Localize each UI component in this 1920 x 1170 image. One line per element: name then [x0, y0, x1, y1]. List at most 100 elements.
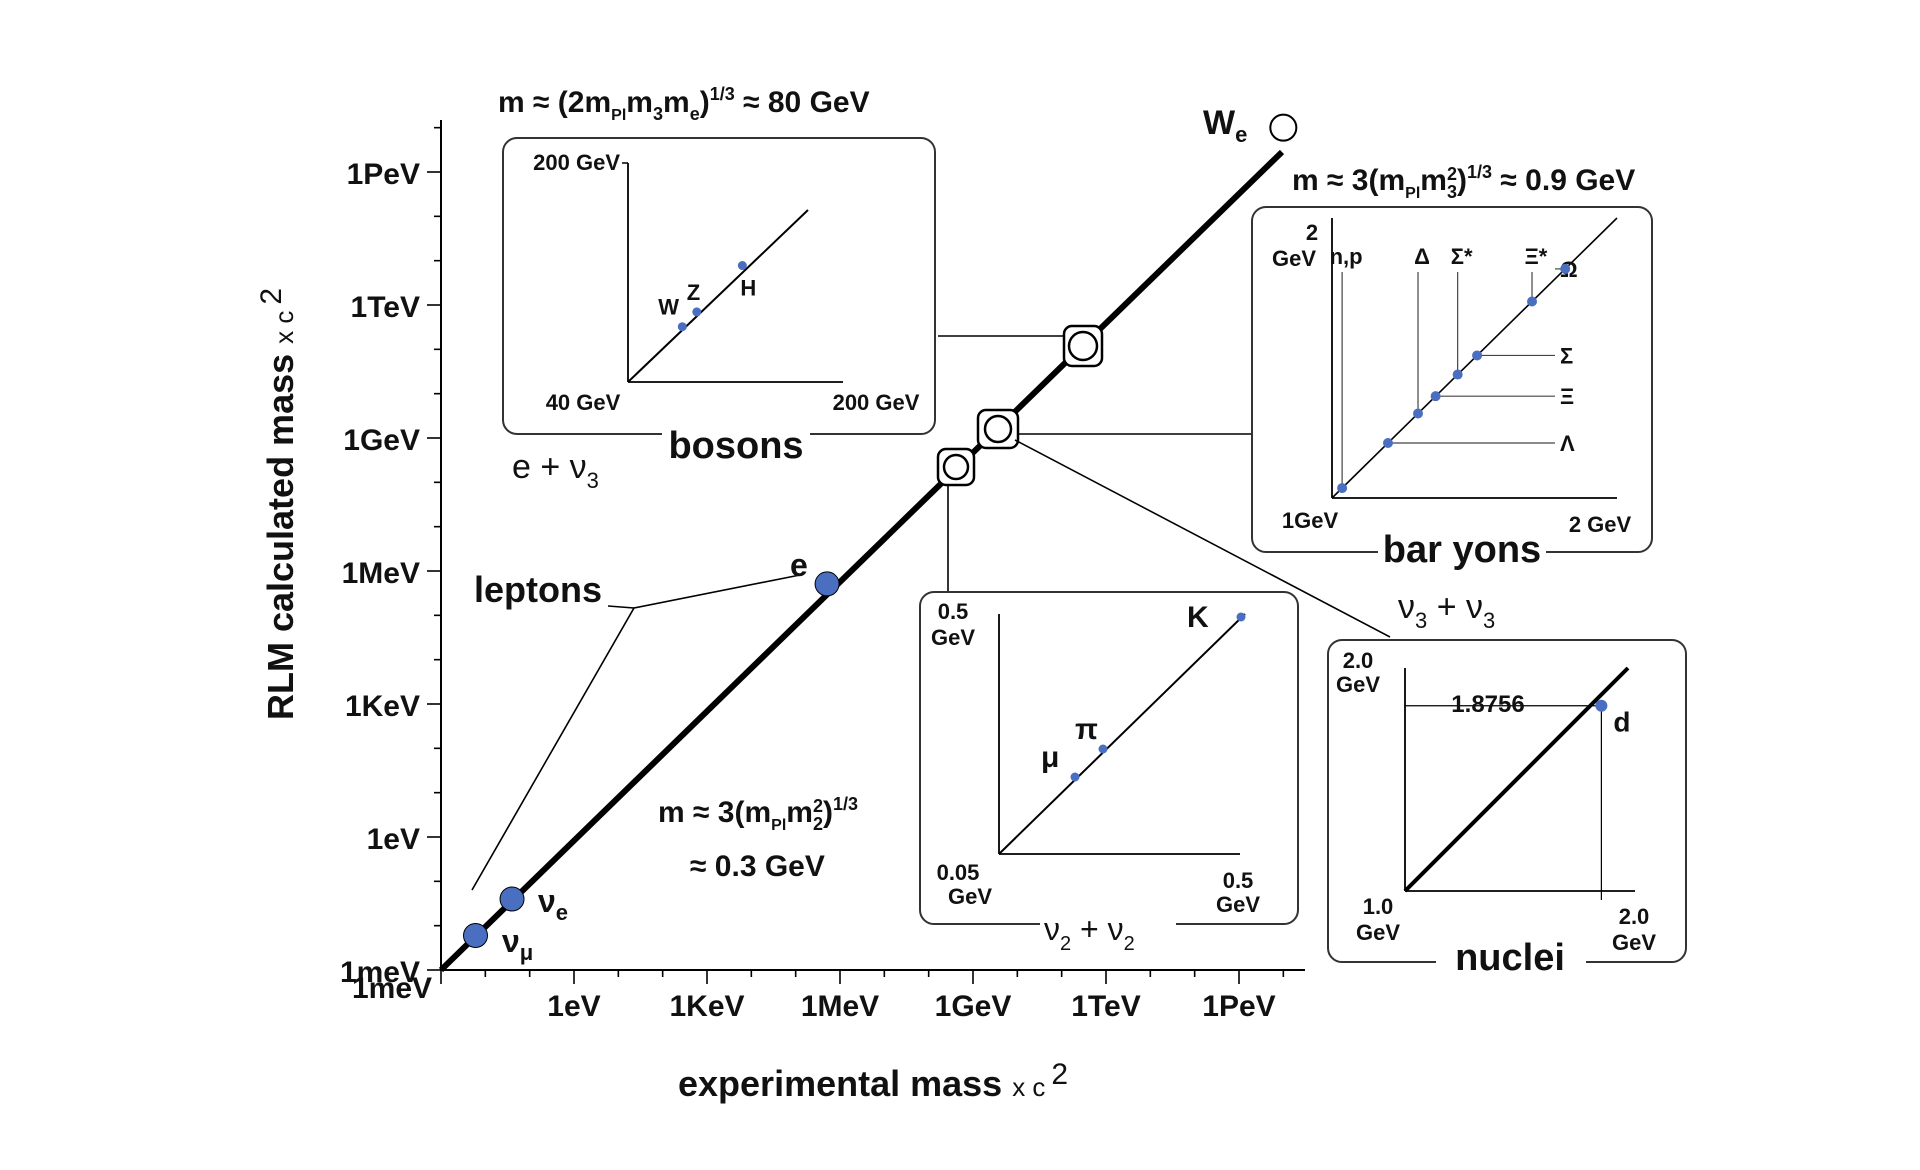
baryons-point-label: Ξ* [1525, 244, 1548, 269]
baryons-point-Ξ [1430, 391, 1441, 402]
baryons-point-Δ [1413, 408, 1424, 419]
nuclei-title-bg [1436, 953, 1586, 969]
mesons-title-part: 2 [1060, 933, 1071, 955]
mesons-point-label: μ [1041, 741, 1059, 774]
leptons-label: leptons [474, 569, 602, 610]
data-point-e [814, 571, 840, 597]
x-tick-label: 1PeV [1202, 990, 1275, 1023]
bosons-y-tick-label: 200 GeV [533, 150, 620, 175]
main-tick-labels: 1meV 1eV 1KeV 1MeV 1GeV 1TeV 1PeV 1meV 1eV 1KeV 1M… [340, 158, 1276, 1023]
main-point-labels: νμ νe e We [502, 104, 1247, 965]
bosons-point-Z [692, 307, 702, 317]
nuclei-y-tick-label: GeV [1336, 672, 1380, 697]
nuclei-x-tick-label: 2.0 [1619, 904, 1650, 929]
baryons-point-label: n,p [1330, 244, 1363, 269]
baryons-point-label: Σ* [1451, 244, 1473, 269]
nuclei-x-tick-label: GeV [1356, 920, 1400, 945]
baryons-point-Λ [1382, 438, 1393, 449]
mesons-point-label: π [1075, 713, 1098, 746]
x-tick-label: 1GeV [935, 990, 1012, 1023]
connector-lines [471, 335, 1391, 891]
baryons-title-bg [1378, 543, 1546, 559]
baryons-point-label: Λ [1560, 431, 1575, 456]
label-nu-mu: νμ [502, 923, 533, 965]
y-tick-label: 1eV [367, 823, 420, 856]
label-nu-e: νe [538, 883, 568, 925]
mesons-point-π [1098, 744, 1108, 754]
boson-marker-ring [1067, 330, 1099, 362]
mesons-point-K [1236, 612, 1246, 622]
nu3-nu3-label: ν3 + ν3 [1398, 588, 1495, 633]
baryon-marker-ring [983, 414, 1013, 444]
mesons-x-tick-label: 0.05 [937, 860, 980, 885]
bosons-point-label: W [658, 295, 679, 320]
y-tick-label: 1TeV [351, 291, 420, 324]
y-tick-label: 1KeV [345, 690, 420, 723]
y-tick-label: 1PeV [347, 158, 420, 191]
baryons-point-label: Δ [1414, 244, 1430, 269]
baryons-point-Σ* [1452, 369, 1463, 380]
baryons-x-tick-label: 2 GeV [1569, 512, 1632, 537]
label-e: e [790, 547, 808, 583]
baryons-point-label: Ξ [1560, 384, 1574, 409]
mesons-x-tick-label: GeV [948, 884, 992, 909]
nuclei-point-label: d [1613, 707, 1630, 738]
nuclei-y-tick-label: 2.0 [1343, 648, 1374, 673]
x-tick-label: 1MeV [801, 990, 879, 1023]
bosons-diagonal [627, 209, 809, 383]
baryons-point-label: Σ [1560, 343, 1573, 368]
x-tick-label: 1KeV [669, 990, 744, 1023]
bosons-x-tick-label: 40 GeV [546, 390, 621, 415]
formula-baryons: m ≈ 3(mPlm32)1/3 ≈ 0.9 GeV [1292, 162, 1635, 202]
mesons-point-μ [1070, 772, 1080, 782]
bosons-title-bg [662, 425, 810, 445]
baryons-x-tick-label: 1GeV [1282, 508, 1339, 533]
baryons-y-tick-label: GeV [1272, 246, 1316, 271]
nuclei-annotation: 1.8756 [1451, 691, 1524, 718]
mesons-x-tick-label: 0.5 [1223, 868, 1254, 893]
connector-nuclei [1014, 439, 1391, 638]
x-tick-label: 1eV [547, 990, 600, 1023]
bosons-point-H [737, 261, 747, 271]
mesons-y-tick-label: GeV [931, 625, 975, 650]
data-point-We [1269, 113, 1298, 142]
x-tick-label: 1TeV [1071, 990, 1140, 1023]
mesons-title-part: ν [1044, 911, 1060, 947]
nuclei-x-tick-label: 1.0 [1363, 894, 1394, 919]
diagonal-markers [936, 324, 1104, 487]
nuclei-point-d [1595, 699, 1608, 712]
data-point-νe [499, 886, 525, 912]
main-ticks [427, 126, 1285, 984]
bosons-title: bosons [668, 425, 803, 467]
y-tick-label: 1GeV [343, 424, 420, 457]
mesons-title-bg [1040, 915, 1176, 931]
y-tick-label: 1MeV [342, 557, 420, 590]
formula-mesons-2: ≈ 0.3 GeV [690, 850, 825, 883]
bosons-point-W [677, 322, 687, 332]
mesons-diagonal [998, 613, 1246, 855]
connector-leptons [471, 574, 801, 891]
formula-bosons: m ≈ (2mPlm3me)1/3 ≈ 80 GeV [498, 84, 870, 124]
e-nu3-label: e + ν3 [512, 448, 599, 493]
baryons-title: bar yons [1383, 529, 1541, 571]
bosons-point-label: Z [687, 280, 700, 305]
nuclei-x-tick-label: GeV [1612, 930, 1656, 955]
meson-marker-ring [942, 453, 970, 481]
y-tick-label: 1meV [340, 956, 420, 989]
mesons-title: ν2 + ν2 [1044, 911, 1135, 955]
main-diagonal [438, 149, 1285, 973]
diagonal-line [438, 149, 1285, 973]
mesons-x-tick-label: GeV [1216, 892, 1260, 917]
data-point-νμ [462, 923, 488, 949]
connector-leptons-b [607, 605, 635, 609]
main-axes [440, 120, 1305, 971]
x-tick-label: 1meV [352, 972, 432, 1005]
label-W-e: We [1203, 104, 1247, 147]
bosons-x-tick-label: 200 GeV [833, 390, 920, 415]
